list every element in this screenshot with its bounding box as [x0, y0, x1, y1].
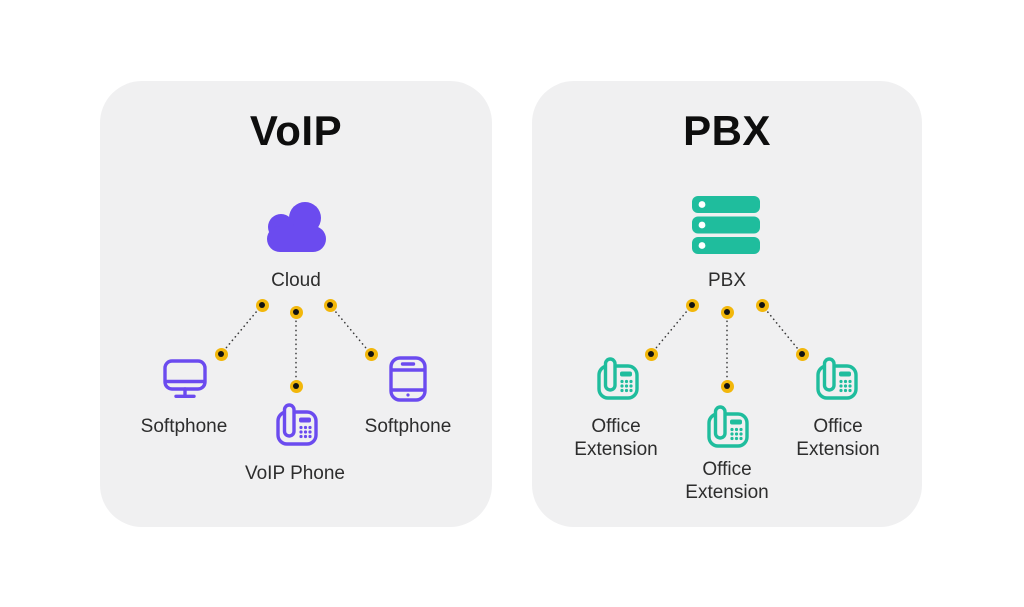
- node-label-office-extension-left: Office Extension: [574, 416, 658, 460]
- node-label-voip-phone: VoIP Phone: [244, 463, 346, 484]
- node-label-office-extension-right: Office Extension: [796, 416, 880, 460]
- connector-dot: [323, 298, 337, 312]
- connector-dot: [255, 298, 269, 312]
- connector-dot-core: [759, 302, 765, 308]
- connector-dot: [685, 298, 699, 312]
- hub-label-pbx: PBX: [707, 270, 747, 291]
- smartphone-icon: [389, 356, 427, 402]
- hub-label-cloud: Cloud: [271, 270, 321, 291]
- connector-line: [329, 304, 372, 355]
- connector-dot-core: [368, 351, 374, 357]
- node-label-office-extension-center: Office Extension: [685, 459, 769, 503]
- connector-dot: [720, 379, 734, 393]
- connector-dot: [289, 305, 303, 319]
- connector-dot-core: [724, 309, 730, 315]
- connector-line: [650, 304, 693, 355]
- voip-panel: VoIP Cloud Softphone VoIP Phone: [100, 81, 492, 527]
- connector-dot-core: [293, 383, 299, 389]
- connector-dot: [289, 379, 303, 393]
- connector-dot-core: [689, 302, 695, 308]
- connector-line: [761, 304, 803, 355]
- connector-dot-core: [327, 302, 333, 308]
- connector-dot-core: [648, 351, 654, 357]
- monitor-icon: [163, 359, 207, 398]
- desk-phone-icon: [707, 405, 749, 448]
- desk-phone-icon: [816, 357, 858, 400]
- connector-dot: [755, 298, 769, 312]
- connector-lines: [220, 304, 372, 387]
- cloud-icon: [267, 202, 326, 252]
- connector-dot-core: [293, 309, 299, 315]
- panel-title-pbx: PBX: [683, 107, 771, 154]
- connector-dot: [214, 347, 228, 361]
- connector-dot-core: [799, 351, 805, 357]
- node-label-softphone-right: Softphone: [364, 416, 452, 437]
- connector-dot-core: [259, 302, 265, 308]
- connector-dot: [795, 347, 809, 361]
- connector-lines: [650, 304, 803, 387]
- connector-dot: [720, 305, 734, 319]
- connector-dot: [364, 347, 378, 361]
- connector-line: [220, 304, 263, 355]
- pbx-panel: PBX PBX Office Extens: [532, 81, 922, 527]
- connector-dot: [644, 347, 658, 361]
- connector-dot-core: [724, 383, 730, 389]
- panel-title-voip: VoIP: [249, 107, 343, 154]
- node-label-softphone-left: Softphone: [140, 416, 228, 437]
- server-icon: [692, 196, 760, 254]
- desk-phone-icon: [597, 357, 639, 400]
- connector-dot-core: [218, 351, 224, 357]
- desk-phone-icon: [276, 403, 318, 446]
